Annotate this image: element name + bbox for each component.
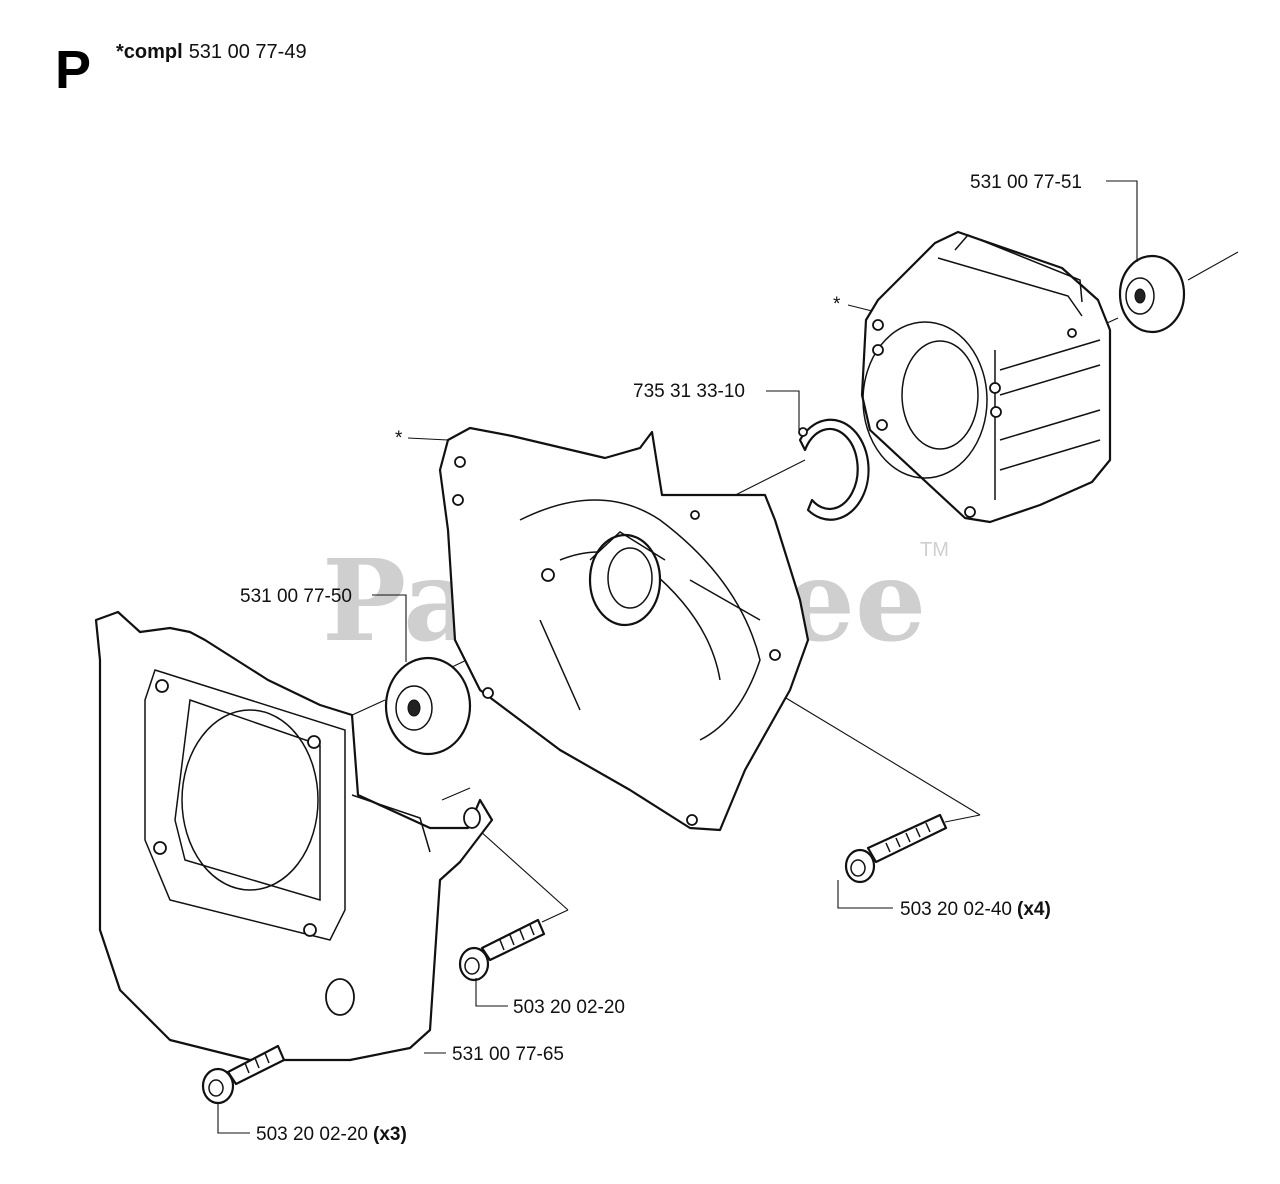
seal-right bbox=[1118, 254, 1186, 334]
seal-left bbox=[384, 656, 472, 756]
label-screw-left: 503 20 02-20(x3) bbox=[256, 1124, 407, 1145]
leader-screw-left bbox=[217, 1102, 250, 1134]
leader-circlip bbox=[766, 390, 800, 430]
leader-screw-right bbox=[837, 880, 893, 909]
screw-left-qty: (x3) bbox=[373, 1124, 407, 1145]
label-screw-middle: 503 20 02-20 bbox=[513, 997, 625, 1018]
leader-asterisk-middle bbox=[407, 437, 449, 441]
crankcase-cover bbox=[94, 610, 494, 1062]
label-asterisk-middle: * bbox=[395, 428, 403, 449]
circlip bbox=[798, 418, 870, 521]
leader-seal-right bbox=[1106, 180, 1138, 262]
assembly-reference: *compl 531 00 77-49 bbox=[116, 41, 307, 63]
label-seal-left: 531 00 77-50 bbox=[240, 586, 352, 607]
screw-middle bbox=[458, 918, 546, 982]
screw-left-number: 503 20 02-20 bbox=[256, 1124, 368, 1145]
label-asterisk-right: * bbox=[833, 294, 841, 315]
screw-right bbox=[844, 813, 948, 884]
crankcase-half-right bbox=[860, 230, 1112, 524]
label-screw-right: 503 20 02-40(x4) bbox=[900, 899, 1051, 920]
crankcase-half-middle bbox=[438, 426, 810, 832]
axis-screw-mid-b bbox=[541, 909, 569, 923]
label-cover: 531 00 77-65 bbox=[452, 1044, 564, 1065]
compl-prefix: *compl bbox=[116, 41, 183, 63]
screw-right-number: 503 20 02-40 bbox=[900, 899, 1012, 920]
watermark-trademark: TM bbox=[920, 539, 949, 561]
leader-asterisk-right bbox=[847, 304, 873, 312]
axis-screw-right-b bbox=[944, 814, 981, 823]
axis-line-top bbox=[1187, 251, 1239, 281]
screw-right-qty: (x4) bbox=[1017, 899, 1051, 920]
leader-screw-middle bbox=[475, 978, 508, 1007]
label-circlip: 735 31 33-10 bbox=[633, 381, 745, 402]
screw-left bbox=[201, 1044, 286, 1105]
leader-seal-left bbox=[372, 594, 407, 662]
axis-screw-mid-c bbox=[441, 787, 471, 801]
axis-line-bottom bbox=[349, 699, 386, 717]
label-seal-right: 531 00 77-51 bbox=[970, 172, 1082, 193]
compl-number: 531 00 77-49 bbox=[189, 41, 307, 63]
section-letter: P bbox=[55, 40, 91, 100]
axis-screw-mid-a bbox=[469, 821, 569, 911]
